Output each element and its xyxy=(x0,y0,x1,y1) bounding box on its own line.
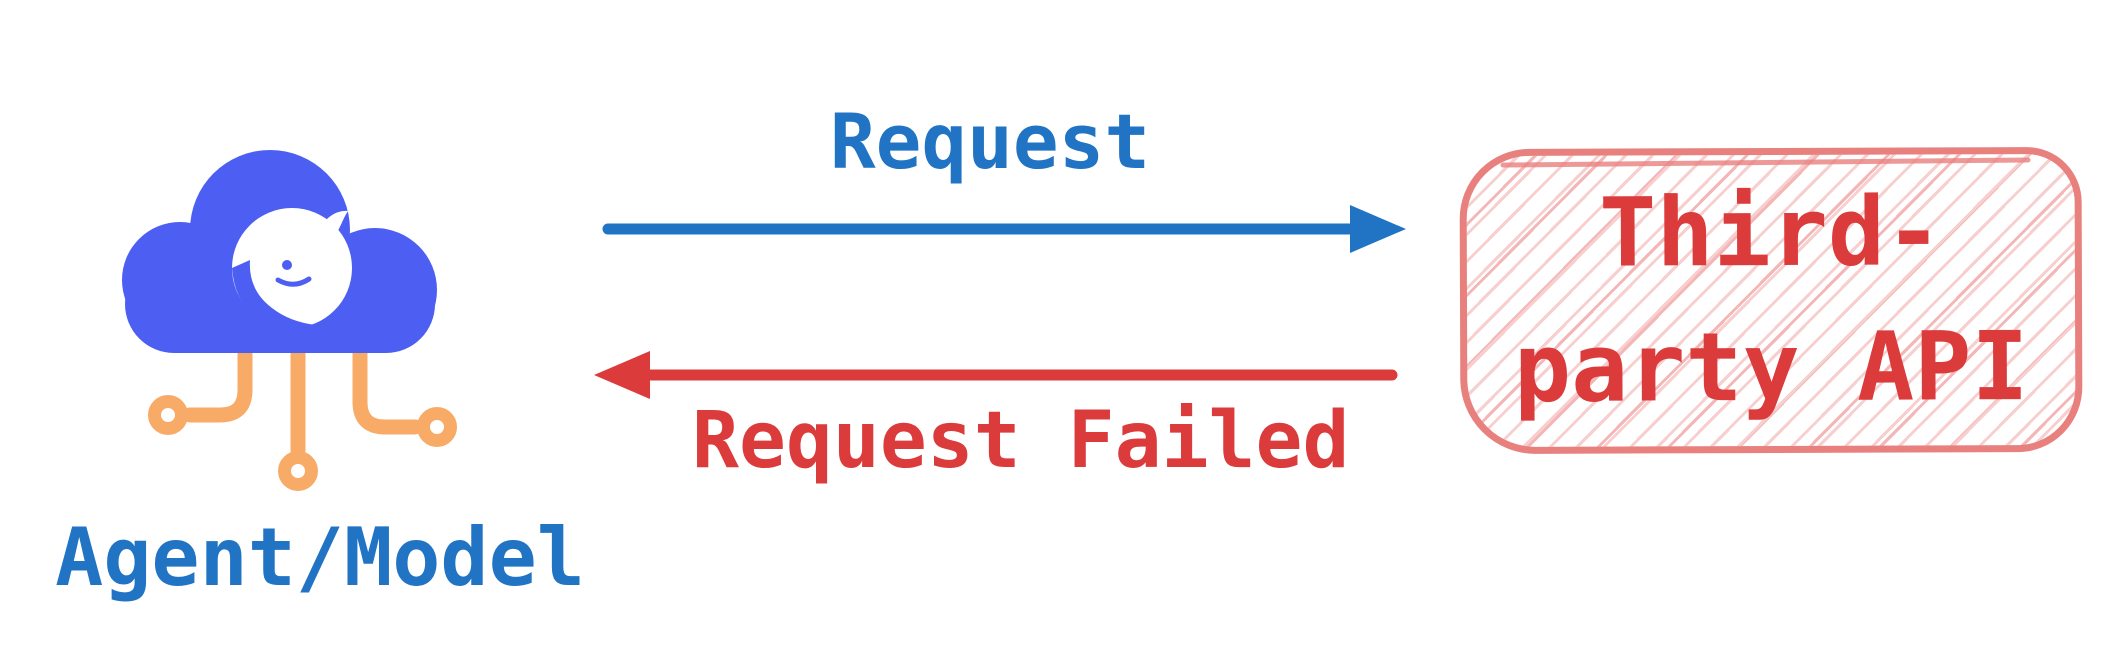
request-failed-arrow-icon xyxy=(594,351,1398,399)
agent-model-label: Agent/Model xyxy=(55,511,585,604)
request-arrow-icon xyxy=(602,205,1406,253)
circuit-lines-icon xyxy=(182,332,423,458)
api-box-label-line1: Third- xyxy=(1598,177,1943,289)
third-party-api-box: Third- party API xyxy=(1459,146,2083,455)
whale-icon xyxy=(232,208,352,330)
cloud-whale-circuit-icon xyxy=(122,150,457,491)
api-box-label-line2: party API xyxy=(1513,311,2029,424)
request-failed-label: Request Failed xyxy=(692,396,1350,486)
request-label: Request xyxy=(829,97,1151,186)
circuit-node-icons xyxy=(148,395,457,491)
